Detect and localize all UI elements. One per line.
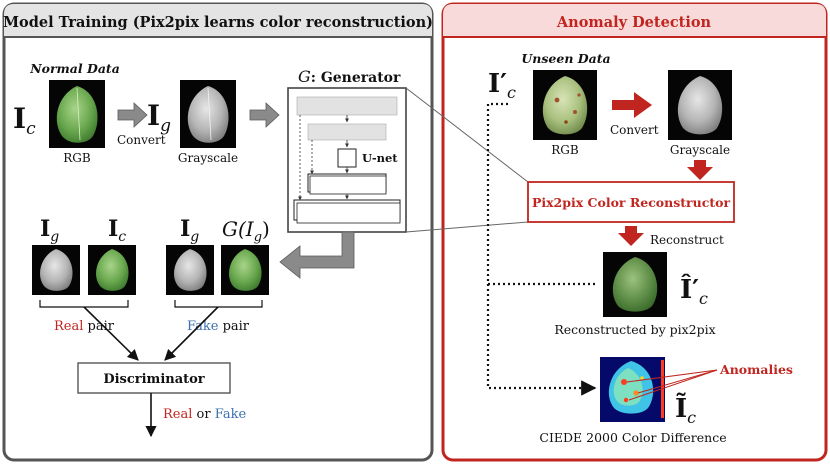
color-difference-heatmap-image — [600, 357, 665, 422]
pix2pix-reconstructor-label: Pix2pix Color Reconstructor — [532, 195, 730, 210]
unseen-rgb-label: RGB — [551, 143, 579, 157]
discriminator-box — [77, 362, 231, 394]
normal-rgb-leaf-image — [49, 80, 105, 148]
real-pair-grayscale-image — [32, 245, 80, 295]
unseen-grayscale-label: Grayscale — [670, 143, 730, 157]
difference-caption: CIEDE 2000 Color Difference — [539, 430, 726, 445]
grayscale-to-reconstructor-arrow — [687, 160, 713, 180]
unseen-data-label: Unseen Data — [521, 51, 610, 66]
unet-label: U-net — [362, 151, 398, 165]
reconstruct-arrow — [618, 226, 644, 246]
discriminator-output-label: Real or Fake — [163, 407, 246, 422]
unseen-rgb-leaf-image — [533, 70, 597, 140]
fake-pair-bracket — [174, 300, 263, 308]
normal-grayscale-label: Grayscale — [178, 151, 238, 165]
reconstructed-caption: Reconstructed by pix2pix — [554, 322, 715, 337]
unseen-input-symbol: I′c — [488, 69, 516, 102]
anomalies-label: Anomalies — [719, 362, 793, 377]
ig-symbol: Ig — [147, 99, 171, 136]
pair-ic-real-symbol: Ic — [108, 216, 126, 245]
normal-grayscale-leaf-image — [180, 80, 236, 148]
reconstruct-label: Reconstruct — [650, 233, 724, 247]
pair-ig-fake-symbol: Ig — [180, 216, 199, 245]
unseen-grayscale-leaf-image — [668, 70, 732, 140]
reconstructed-leaf-image — [603, 252, 667, 317]
fake-pair-label: Fake pair — [187, 319, 250, 334]
convert-arrow — [117, 102, 148, 128]
discriminator-label: Discriminator — [103, 372, 204, 387]
fake-to-discriminator-arrow — [164, 306, 219, 361]
generator-title: G: Generator — [298, 67, 401, 86]
real-pair-label: Real pair — [54, 319, 115, 334]
normal-rgb-label: RGB — [63, 151, 91, 165]
convert-label: Convert — [117, 133, 166, 147]
generator-link-lower — [405, 221, 529, 233]
generator-output-arrow — [279, 231, 355, 279]
ic-symbol: Ic — [13, 102, 36, 139]
real-pair-rgb-image — [88, 245, 136, 295]
anomaly-pointer-2 — [637, 369, 718, 394]
unseen-to-difference-dotted-arrow — [486, 102, 597, 396]
unseen-convert-label: Convert — [610, 123, 659, 137]
fake-pair-generated-image — [221, 245, 269, 295]
difference-symbol: Ĩc — [675, 392, 696, 427]
pix2pix-reconstructor-box — [527, 181, 735, 223]
training-title: Model Training (Pix2pix learns color rec… — [3, 14, 433, 31]
detection-title: Anomaly Detection — [556, 14, 712, 31]
fake-pair-grayscale-image — [166, 245, 214, 295]
reconstructed-symbol: Î′c — [680, 273, 708, 308]
normal-data-label: Normal Data — [29, 61, 120, 76]
to-generator-arrow — [249, 102, 280, 128]
anomaly-pointer-3 — [628, 369, 718, 401]
unseen-convert-arrow — [612, 92, 652, 118]
real-to-discriminator-arrow — [83, 306, 139, 361]
anomaly-pointer-1 — [626, 369, 718, 383]
pair-ig-real-symbol: Ig — [40, 216, 59, 245]
pair-gig-fake-symbol: G(Ig) — [222, 217, 270, 245]
generator-link-upper — [405, 87, 529, 183]
generator-box — [287, 87, 407, 233]
